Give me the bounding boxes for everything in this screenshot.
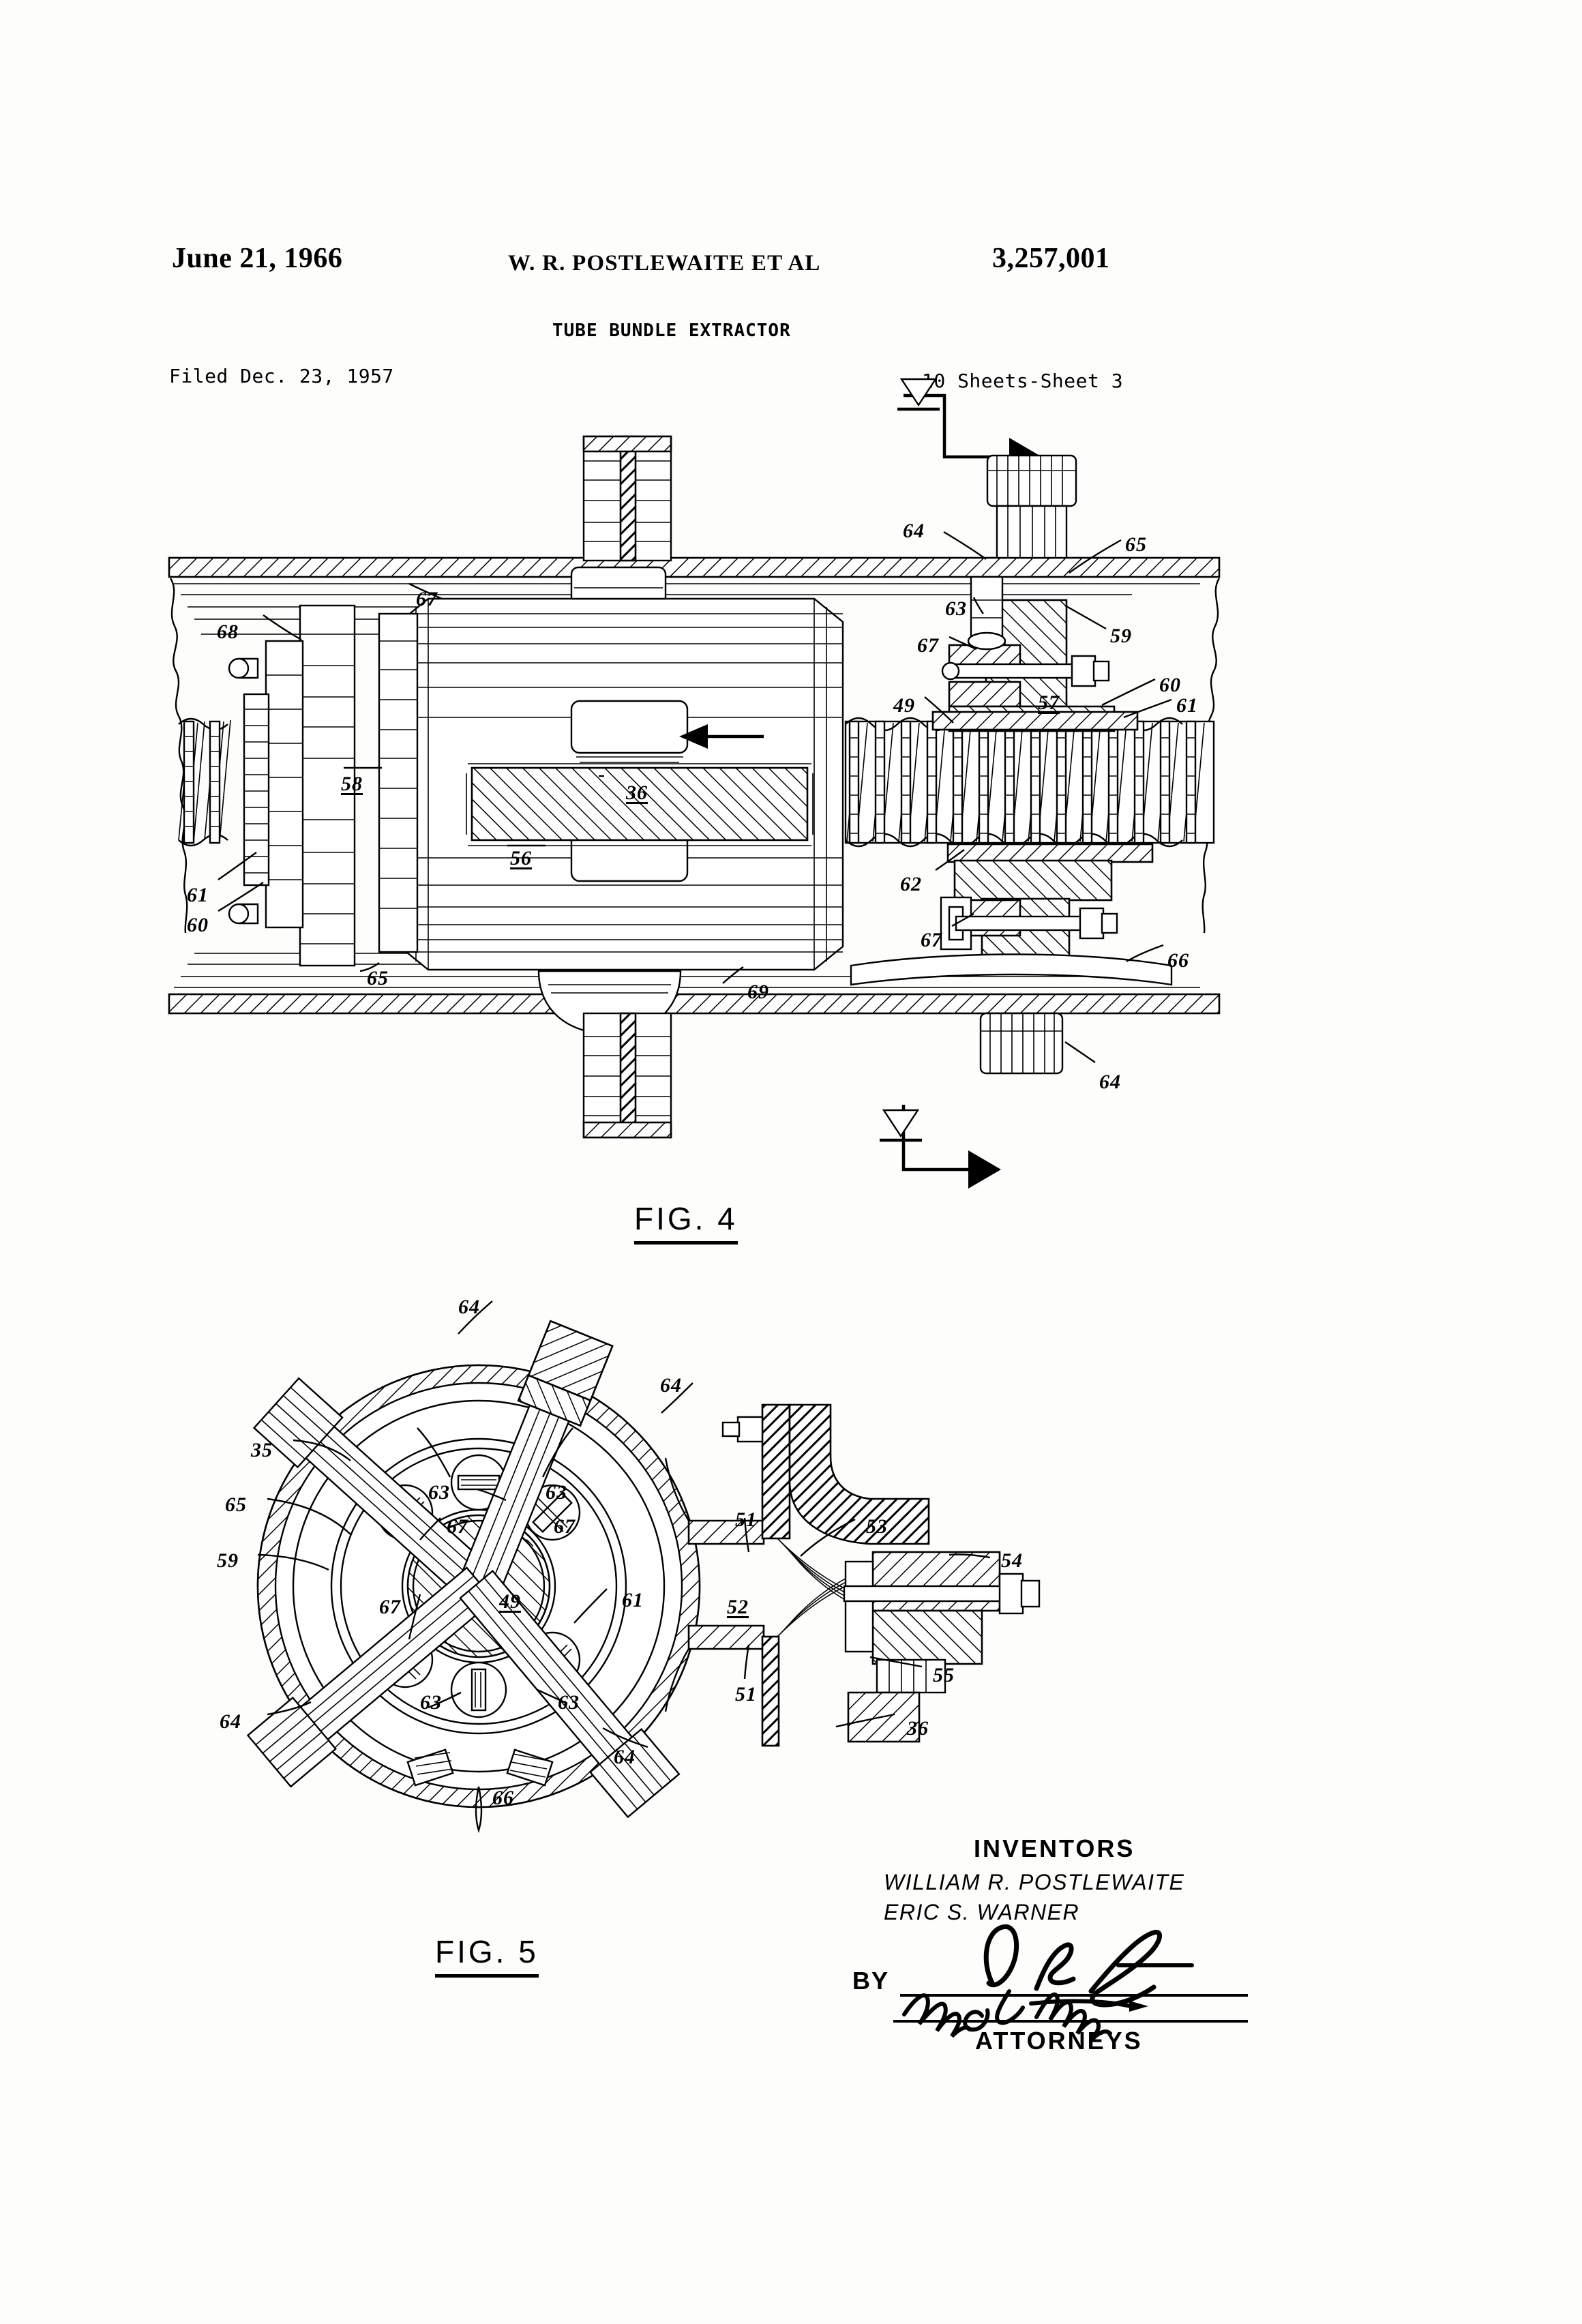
left-gear-stack — [178, 604, 419, 967]
fig4-ref-65-7: 65 — [367, 967, 389, 989]
fig4-leaders — [218, 531, 1172, 1063]
fig5-ref-65-5: 65 — [225, 1493, 247, 1516]
sheet-count: 10 Sheets-Sheet 3 — [922, 370, 1124, 392]
fig4-ref-63-11: 63 — [945, 597, 967, 620]
fig4-ref-64-9: 64 — [903, 520, 925, 542]
center-posts — [582, 435, 672, 1139]
fig4-ref-65-10: 65 — [1125, 533, 1147, 556]
fig5-right-mount — [664, 1403, 1041, 1747]
fig5-ref-64-0: 64 — [458, 1296, 480, 1318]
by-label: BY — [852, 1967, 890, 1995]
fig5-ref-59-10: 59 — [217, 1549, 239, 1572]
fig5-ref-53-9: 53 — [866, 1515, 888, 1538]
fig4-ref-60-6: 60 — [187, 914, 209, 936]
knob-bottom-64 — [979, 1012, 1064, 1075]
fig5-ref-61-14: 61 — [622, 1589, 644, 1611]
fig5-ref-63-3: 63 — [428, 1481, 450, 1504]
fig5-ref-54-11: 54 — [1001, 1549, 1023, 1572]
fig4-ref-69-8: 69 — [747, 981, 769, 1003]
fig4-ref-62-18: 62 — [900, 873, 922, 895]
fig5-leaders — [257, 1300, 991, 1748]
fig4-ref-67-19: 67 — [921, 929, 942, 951]
fig5-ref-67-12: 67 — [379, 1596, 401, 1618]
fig5-ref-49-13: 49 — [499, 1590, 521, 1613]
section-mark-bottom — [880, 1105, 1001, 1189]
inventor-name-1: WILLIAM R. POSTLEWAITE — [884, 1870, 1185, 1894]
inventor-name-2: ERIC S. WARNER — [884, 1900, 1080, 1924]
knob-top-64 — [986, 454, 1077, 559]
fig4-ref-60-14: 60 — [1159, 674, 1181, 696]
radial-knob-arms-64 — [246, 1320, 681, 1819]
figure-4-drawing — [168, 378, 1221, 1189]
fig4-ref-49-17: 49 — [893, 694, 915, 717]
fig4-ref-67-0: 67 — [416, 588, 438, 610]
fig5-ref-66-23: 66 — [492, 1787, 514, 1809]
fig5-ref-35-2: 35 — [251, 1439, 273, 1461]
signature-rule-1 — [900, 1994, 1248, 1997]
inventor-line: W. R. POSTLEWAITE ET AL — [508, 251, 821, 275]
fig4-ref-68-1: 68 — [217, 621, 239, 643]
inventors-label: INVENTORS — [974, 1834, 1135, 1862]
fig4-ref-36-3: 36 — [626, 781, 648, 804]
upper-bearing-block — [931, 576, 1139, 732]
fig5-ref-64-22: 64 — [614, 1746, 636, 1768]
fig4-ref-59-13: 59 — [1110, 625, 1132, 647]
signature-rule-2 — [893, 2020, 1248, 2023]
fig4-ref-56-4: 56 — [510, 847, 532, 869]
figure-4-caption: FIG. 4 — [634, 1200, 738, 1245]
lower-bearing-block — [850, 843, 1173, 986]
fig4-ref-66-20: 66 — [1167, 949, 1189, 972]
fig5-ref-63-4: 63 — [546, 1481, 567, 1504]
bottom-bosses-66 — [406, 1748, 554, 1834]
fig4-ref-61-5: 61 — [187, 884, 209, 906]
fig5-ref-51-19: 51 — [735, 1683, 757, 1705]
fig5-ref-64-21: 64 — [220, 1710, 241, 1733]
fig5-ref-67-6: 67 — [447, 1515, 468, 1538]
fig4-ref-67-12: 67 — [917, 634, 939, 657]
fig5-ref-67-7: 67 — [554, 1515, 576, 1538]
fig4-ref-61-15: 61 — [1176, 694, 1198, 717]
fig5-ref-55-16: 55 — [933, 1664, 955, 1686]
fig4-ref-58-2: 58 — [341, 773, 363, 795]
patent-number: 3,257,001 — [992, 243, 1110, 274]
publication-date: June 21, 1966 — [172, 243, 343, 274]
fig5-ref-63-17: 63 — [420, 1691, 442, 1714]
filed-date: Filed Dec. 23, 1957 — [169, 365, 394, 387]
fig5-ref-63-18: 63 — [558, 1691, 580, 1714]
carriage-body-56 — [398, 566, 844, 1035]
patent-title: TUBE BUNDLE EXTRACTOR — [552, 321, 791, 341]
figure-5-drawing — [246, 1300, 1041, 1834]
fig5-ref-52-15: 52 — [727, 1596, 749, 1618]
fig5-ref-51-8: 51 — [735, 1508, 757, 1531]
attorneys-label: ATTORNEYS — [975, 2027, 1143, 2055]
fig5-ref-64-1: 64 — [660, 1374, 682, 1397]
fig5-ref-36-20: 36 — [907, 1717, 929, 1740]
right-worm-drive — [844, 454, 1215, 1075]
figure-5-caption: FIG. 5 — [435, 1933, 539, 1978]
fig4-ref-57-16: 57 — [1038, 691, 1060, 714]
worm-thread-left — [178, 717, 231, 847]
fig4-ref-64-21: 64 — [1099, 1071, 1121, 1093]
